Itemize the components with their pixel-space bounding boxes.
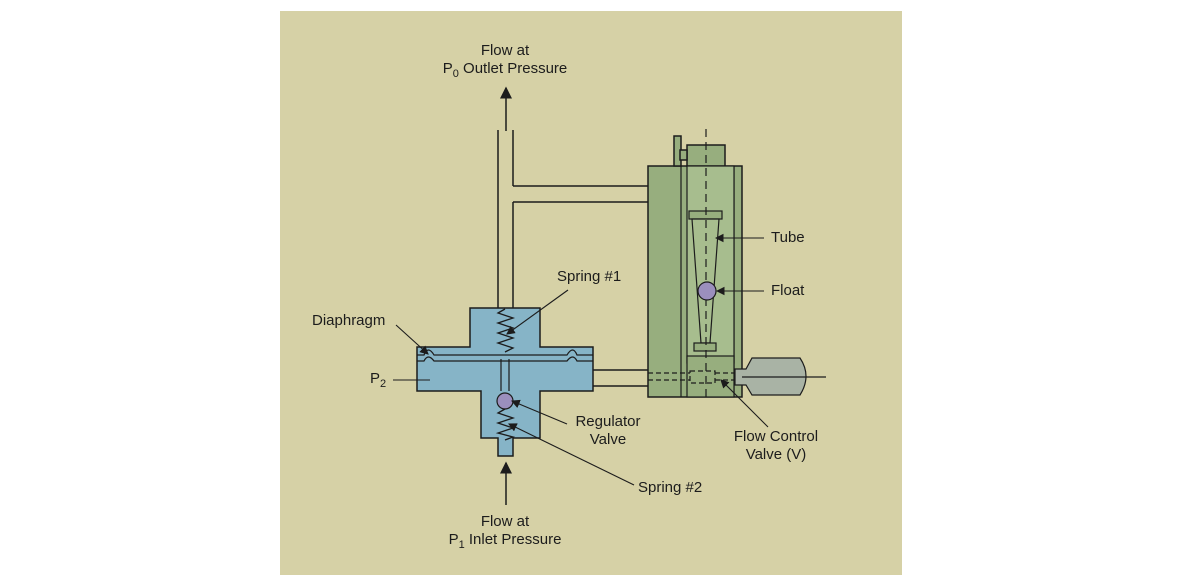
regulator-leader xyxy=(510,399,568,425)
flow-control-valve-label: Flow Control Valve (V) xyxy=(722,428,830,464)
outlet-label-line1: Flow at xyxy=(480,42,530,59)
float-label: Float xyxy=(771,282,805,299)
diaphragm-label: Diaphragm xyxy=(312,312,386,329)
outlet-label: Flow at P0 Outlet Pressure xyxy=(440,42,570,80)
diagram-background xyxy=(280,11,902,575)
inlet-pressure-text: Inlet Pressure xyxy=(464,531,562,548)
flowmeter-tube xyxy=(686,165,735,398)
outlet-pressure-text: Outlet Pressure xyxy=(458,60,568,77)
diaphragm-leader xyxy=(395,324,429,355)
tube-label: Tube xyxy=(771,229,805,246)
outlet-label-line2: P0 Outlet Pressure xyxy=(440,60,570,80)
p2-subscript: 2 xyxy=(380,378,387,390)
regulator-valve-label: Regulator Valve xyxy=(565,413,651,449)
valve-stem xyxy=(500,359,510,391)
regulator-to-flowmeter-pipe xyxy=(593,369,648,387)
outlet-p: P xyxy=(442,60,453,77)
spring-2 xyxy=(495,408,516,441)
outlet-subscript: 0 xyxy=(452,68,459,80)
p2-p: P xyxy=(370,370,381,387)
spring1-label: Spring #1 xyxy=(557,268,622,285)
regulator-label-line1: Regulator xyxy=(575,413,641,430)
fcv-leader xyxy=(720,379,769,428)
regulator-label-line2: Valve xyxy=(589,431,627,448)
spring1-leader xyxy=(506,289,569,335)
inlet-p: P xyxy=(448,531,459,548)
fcv-label-line1: Flow Control xyxy=(733,428,819,445)
inlet-label: Flow at P1 Inlet Pressure xyxy=(440,513,570,551)
float-ball xyxy=(697,281,717,301)
spring2-leader xyxy=(508,423,635,486)
inlet-label-line1: Flow at xyxy=(480,513,530,530)
inlet-subscript: 1 xyxy=(458,539,465,551)
regulator-body xyxy=(416,307,594,457)
fcv-label-line2: Valve (V) xyxy=(745,446,807,463)
outlet-pipe xyxy=(497,130,648,308)
regulator-valve-ball xyxy=(496,392,514,410)
spring2-label: Spring #2 xyxy=(638,479,703,496)
p2-label: P2 xyxy=(370,370,387,390)
spring-1 xyxy=(495,308,516,353)
inlet-label-line2: P1 Inlet Pressure xyxy=(440,531,570,551)
